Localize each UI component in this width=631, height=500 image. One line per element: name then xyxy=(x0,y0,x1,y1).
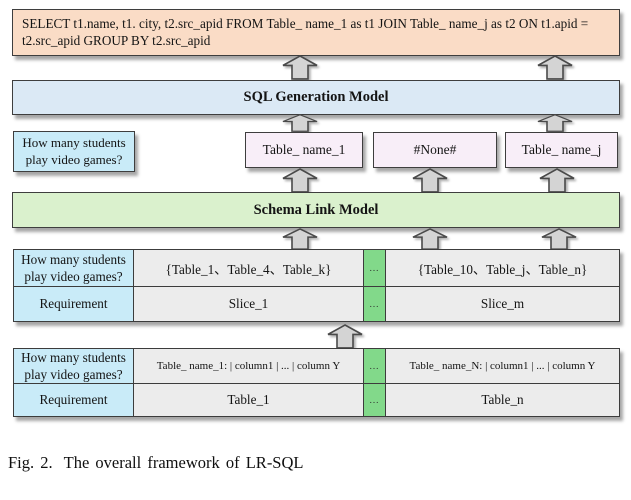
question-line1: How many students xyxy=(21,251,126,267)
up-arrow-icon xyxy=(282,228,318,250)
up-arrow-icon xyxy=(541,228,577,250)
figure-caption: Fig. 2. The overall framework of LR-SQL xyxy=(8,453,303,473)
up-arrow-icon xyxy=(327,324,363,349)
schema-table-question-cell: How many students play video games? xyxy=(14,349,134,384)
up-arrow-icon xyxy=(539,168,575,193)
up-arrow-icon xyxy=(537,55,573,80)
up-arrow-icon xyxy=(412,168,448,193)
schema-table-row1-schema-n: Table_ name_N: | column1 | ... | column … xyxy=(386,349,619,384)
slot-table-name-j: Table_ name_j xyxy=(505,132,618,168)
sql-generation-model-label: SQL Generation Model xyxy=(243,89,389,105)
schema-table-row1-dots: ... xyxy=(364,349,386,384)
up-arrow-icon xyxy=(282,168,318,193)
slice-table-requirement-cell: Requirement xyxy=(14,287,134,321)
question-line1: How many students xyxy=(21,349,126,365)
sql-output-text: SELECT t1.name, t1. city, t2.src_apid FR… xyxy=(22,16,589,49)
slice-table-row1-tables-m: {Table_10、Table_j、Table_n} xyxy=(386,250,619,287)
figure-caption-label: Fig. 2. xyxy=(8,453,53,472)
slice-table-row2-dots: ... xyxy=(364,287,386,321)
figure-caption-text: The overall framework of LR-SQL xyxy=(63,453,304,472)
schema-link-model-label: Schema Link Model xyxy=(253,201,379,218)
sql-output-box: SELECT t1.name, t1. city, t2.src_apid FR… xyxy=(12,9,620,56)
question-line2: play video games? xyxy=(24,367,123,382)
slice-table: How many students play video games? {Tab… xyxy=(13,249,620,322)
schema-table-row2-table-1: Table_1 xyxy=(134,384,364,416)
slice-table-row2-slice-m: Slice_m xyxy=(480,296,525,311)
schema-table-row2-table-n: Table_n xyxy=(481,392,524,407)
up-arrow-icon xyxy=(537,114,573,132)
schema-table-requirement-cell: Requirement xyxy=(14,384,134,416)
slot-table-name-j-label: Table_ name_j xyxy=(521,142,602,157)
slot-none: #None# xyxy=(373,132,497,168)
question-box: How many students play video games? xyxy=(13,131,135,172)
schema-link-model-box: Schema Link Model xyxy=(12,192,620,228)
up-arrow-icon xyxy=(412,228,448,250)
sql-generation-model-box: SQL Generation Model xyxy=(12,80,620,115)
question-line2: play video games? xyxy=(25,151,123,167)
up-arrow-icon xyxy=(282,55,318,80)
slot-table-name-1: Table_ name_1 xyxy=(245,132,363,168)
slice-table-row2-slice-1: Slice_1 xyxy=(134,287,364,321)
schema-table: How many students play video games? Tabl… xyxy=(13,348,620,417)
slice-table-question-cell: How many students play video games? xyxy=(14,250,134,287)
slice-table-row1-dots: ... xyxy=(364,250,386,287)
up-arrow-icon xyxy=(282,114,318,132)
question-line1: How many students xyxy=(22,134,126,150)
slot-none-label: #None# xyxy=(413,142,457,157)
question-line2: play video games? xyxy=(24,269,123,284)
slot-table-name-1-label: Table_ name_1 xyxy=(262,142,346,157)
slice-table-row1-tables-1: {Table_1、Table_4、Table_k} xyxy=(134,250,364,287)
schema-table-row1-schema-1: Table_ name_1: | column1 | ... | column … xyxy=(134,349,364,384)
schema-table-row2-dots: ... xyxy=(364,384,386,416)
